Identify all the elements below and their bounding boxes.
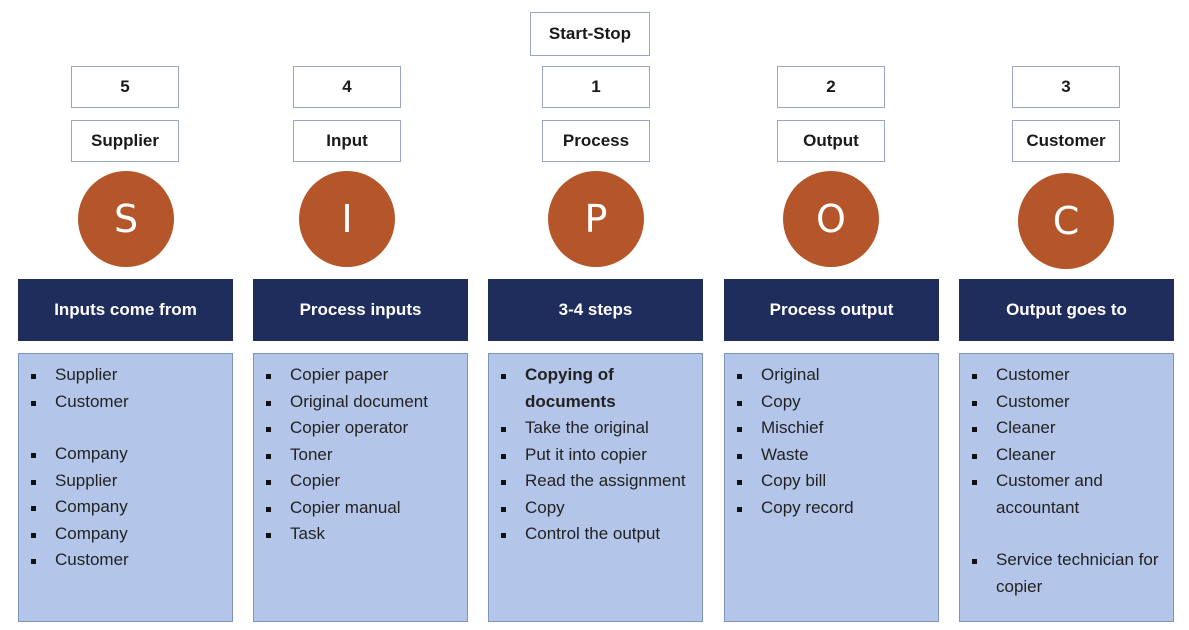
list-item: Toner [260, 442, 461, 469]
output-number-box: 2 [777, 66, 885, 108]
output-header: Process output [724, 279, 939, 341]
list-item: Customer [966, 362, 1167, 389]
list-item: Cleaner [966, 415, 1167, 442]
list-item: Supplier [25, 362, 226, 389]
process-letter-circle: P [548, 171, 644, 267]
list-item: Company [25, 521, 226, 548]
list-item: Customer [25, 389, 226, 416]
list-item: Service technician for copier [966, 547, 1167, 600]
list-item: Mischief [731, 415, 932, 442]
process-label-box: Process [542, 120, 650, 162]
list-item: Waste [731, 442, 932, 469]
supplier-list: Supplier Customer Company Supplier Compa… [18, 353, 233, 622]
customer-label-box: Customer [1012, 120, 1120, 162]
output-letter-circle: O [783, 171, 879, 267]
list-item: Company [25, 494, 226, 521]
list-item: Customer and accountant [966, 468, 1167, 521]
list-item: Copy bill [731, 468, 932, 495]
input-label-box: Input [293, 120, 401, 162]
list-item: Customer [966, 389, 1167, 416]
input-list: Copier paper Original document Copier op… [253, 353, 468, 622]
input-header: Process inputs [253, 279, 468, 341]
list-item: Read the assignment [495, 468, 696, 495]
list-item: Customer [25, 547, 226, 574]
customer-number-box: 3 [1012, 66, 1120, 108]
list-item: Copier [260, 468, 461, 495]
output-list: Original Copy Mischief Waste Copy bill C… [724, 353, 939, 622]
list-item: Copying of documents [495, 362, 696, 415]
supplier-header: Inputs come from [18, 279, 233, 341]
list-item: Take the original [495, 415, 696, 442]
list-item: Original [731, 362, 932, 389]
list-item: Copy [495, 495, 696, 522]
list-item: Task [260, 521, 461, 548]
list-item: Cleaner [966, 442, 1167, 469]
list-item: Put it into copier [495, 442, 696, 469]
supplier-letter-circle: S [78, 171, 174, 267]
start-stop-box: Start-Stop [530, 12, 650, 56]
list-item: Company [25, 441, 226, 468]
input-letter-circle: I [299, 171, 395, 267]
supplier-label-box: Supplier [71, 120, 179, 162]
list-item: Copy [731, 389, 932, 416]
list-item: Control the output [495, 521, 696, 548]
output-label-box: Output [777, 120, 885, 162]
process-number-box: 1 [542, 66, 650, 108]
supplier-number-box: 5 [71, 66, 179, 108]
list-item: Copier paper [260, 362, 461, 389]
input-number-box: 4 [293, 66, 401, 108]
process-list: Copying of documents Take the original P… [488, 353, 703, 622]
list-item: Original document [260, 389, 461, 416]
list-item: Supplier [25, 468, 226, 495]
list-item: Copy record [731, 495, 932, 522]
customer-list: Customer Customer Cleaner Cleaner Custom… [959, 353, 1174, 622]
customer-header: Output goes to [959, 279, 1174, 341]
customer-letter-circle: C [1018, 173, 1114, 269]
list-item: Copier operator [260, 415, 461, 442]
list-item: Copier manual [260, 495, 461, 522]
process-header: 3-4 steps [488, 279, 703, 341]
